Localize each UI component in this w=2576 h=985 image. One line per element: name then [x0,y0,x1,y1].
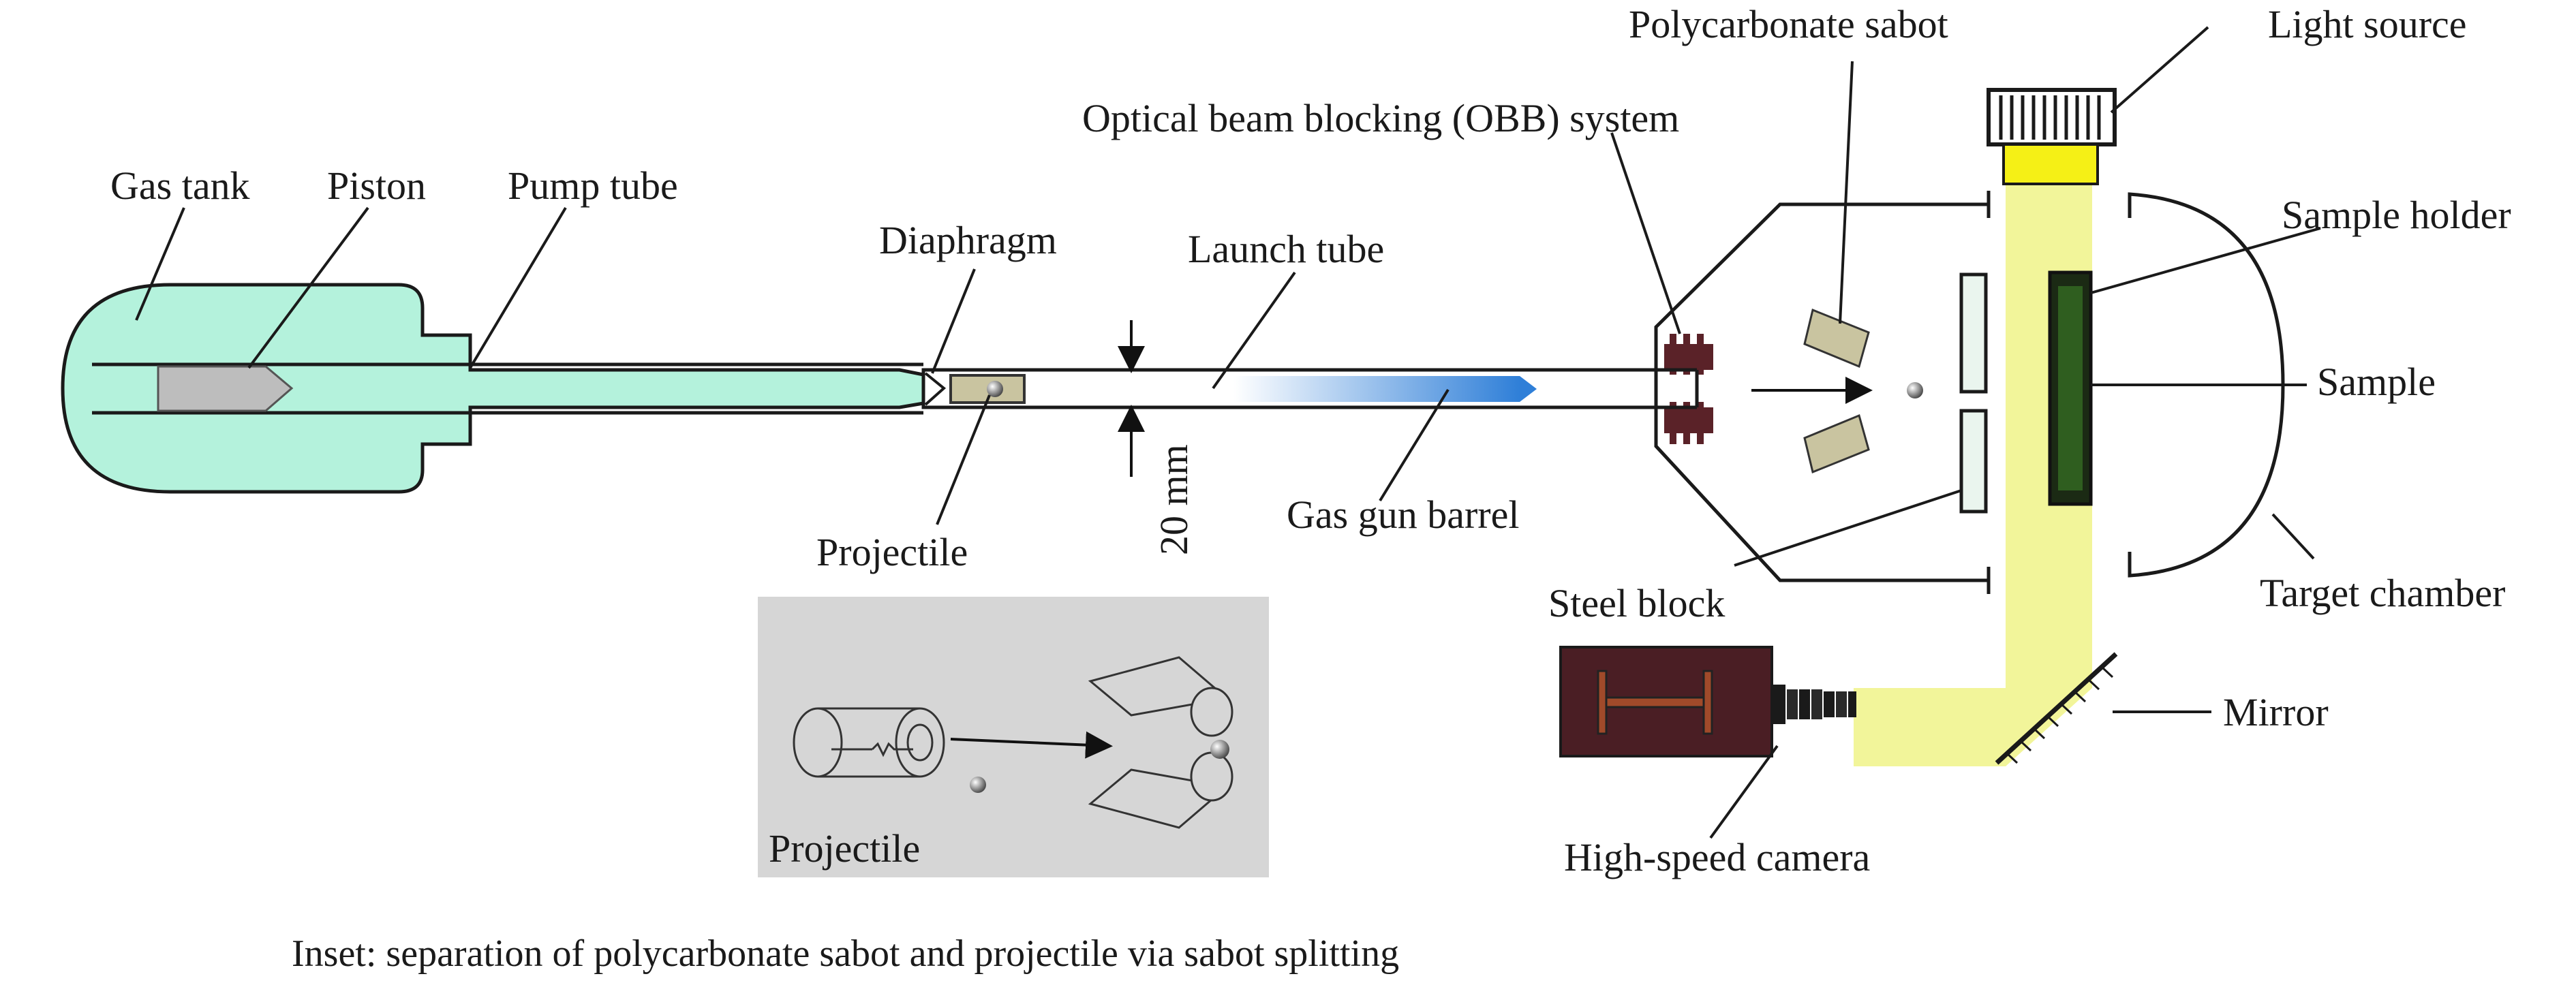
sabot-piece-upper [1803,308,1870,369]
inset-ball-1 [970,777,986,793]
steel-block-bottom [1959,409,1988,514]
label-launch-tube: Launch tube [1188,227,1384,271]
diaphragm [924,372,947,406]
light-source-housing [1987,88,2117,146]
label-diaphragm: Diaphragm [879,218,1057,262]
flying-projectile [1907,382,1923,398]
chamber-outline [1654,202,1989,582]
light-source-fins [1999,95,2101,140]
mirror-hatching [2006,666,2114,764]
labels: Gas tank Piston Pump tube Diaphragm Laun… [110,2,2511,879]
inset-label: Projectile [769,826,920,871]
gas-tank-body [61,283,925,494]
obb-block-top [1664,334,1713,375]
gas-gun-barrel-gradient [1233,376,1520,402]
inset-ball-2 [1210,740,1229,759]
steel-block-top [1959,272,1988,394]
sample [2058,286,2083,490]
inset-panel: Projectile [758,597,1269,877]
inset-sabot-split [1088,656,1233,829]
label-sample-holder: Sample holder [2282,193,2511,237]
label-target-chamber: Target chamber [2260,571,2505,615]
label-pump-tube: Pump tube [508,163,678,208]
label-gas-gun-barrel: Gas gun barrel [1287,492,1519,537]
gas-gun-barrel-tip [1520,376,1537,402]
mirror [1995,652,2118,765]
target-chamber [1559,88,2285,766]
light-beam [1854,184,2092,766]
label-sample: Sample [2317,360,2436,404]
label-gas-tank: Gas tank [110,163,250,208]
figure-caption: Inset: separation of polycarbonate sabot… [292,933,1399,975]
inset-sabot-closed [793,707,945,778]
sabot-piece-lower [1803,413,1870,474]
leader-lines [135,26,2321,839]
camera-sensor [1597,670,1713,735]
projectile-ball [987,381,1003,397]
launch-tube [921,320,1699,477]
label-mirror: Mirror [2223,690,2329,734]
light-source-lamp [2002,143,2099,185]
label-polycarbonate-sabot: Polycarbonate sabot [1629,2,1948,46]
label-piston: Piston [327,163,426,208]
label-dimension: 20 mm [1152,444,1196,555]
piston [157,365,294,412]
inset-background [758,597,1269,877]
label-optical-beam-blocking: Optical beam blocking (OBB) system [1082,96,1679,140]
label-steel-block: Steel block [1548,581,1725,625]
label-light-source: Light source [2268,2,2467,46]
label-projectile: Projectile [816,530,968,574]
obb-block-bottom [1664,402,1713,444]
gas-tank [61,283,925,494]
label-high-speed-camera: High-speed camera [1564,835,1870,879]
inset-arrow [950,731,1113,759]
camera-lens [1772,685,1856,724]
